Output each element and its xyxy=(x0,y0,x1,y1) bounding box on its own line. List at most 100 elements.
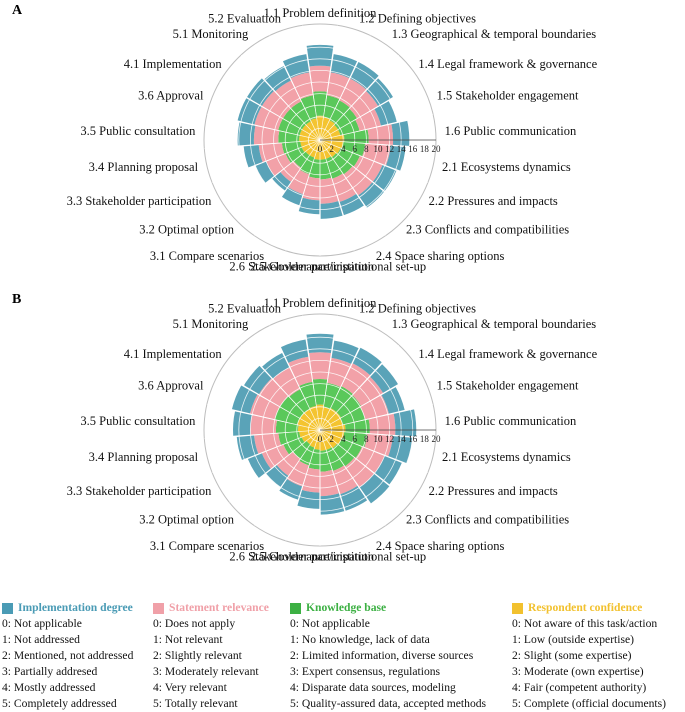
grid-spoke xyxy=(319,139,411,213)
category-label: 3.3 Stakeholder participation xyxy=(67,194,213,208)
panel-letter-a: A xyxy=(12,3,23,18)
panel-letter-b: B xyxy=(12,292,21,307)
bar-segment xyxy=(391,120,410,146)
bar-segment xyxy=(299,135,320,142)
legend-item: 4: Very relevant xyxy=(153,681,227,694)
grid-spoke xyxy=(254,139,321,237)
bar-segment xyxy=(254,106,283,131)
grid-spoke xyxy=(302,25,321,141)
grid-spoke xyxy=(319,371,421,431)
grid-spoke xyxy=(219,371,321,431)
bar-segment xyxy=(299,381,317,408)
tick-label: 10 xyxy=(374,434,384,444)
bar-segment xyxy=(237,122,256,146)
bar-segment xyxy=(288,169,310,195)
bar-segment xyxy=(279,479,303,500)
bar-segment xyxy=(243,145,263,168)
bar-segment xyxy=(329,100,350,124)
grid-spoke xyxy=(302,315,321,431)
category-label: 1.2 Defining objectives xyxy=(359,301,476,315)
bar-segment xyxy=(320,430,342,445)
category-label: 3.2 Optimal option xyxy=(139,222,235,236)
category-label: 1.4 Legal framework & governance xyxy=(418,347,597,361)
tick-label: 14 xyxy=(397,144,407,154)
bar-segment xyxy=(320,140,341,154)
legend-title: Statement relevance xyxy=(169,601,269,614)
bar-segment xyxy=(330,54,358,79)
category-label: 3.2 Optimal option xyxy=(139,512,235,526)
category-label: 1.1 Problem definition xyxy=(264,6,378,20)
legend-item: 4: Disparate data sources, modeling xyxy=(290,681,456,694)
bar-segment xyxy=(300,95,317,121)
bar-segment xyxy=(301,140,320,153)
bar-segment xyxy=(278,131,300,143)
grid-spoke xyxy=(319,139,429,183)
category-label: 2.6 Stakeholder participation xyxy=(229,550,375,564)
tick-label: 20 xyxy=(432,144,442,154)
tick-label: 2 xyxy=(329,144,334,154)
category-label: 3.6 Approval xyxy=(138,378,204,392)
grid-spoke xyxy=(254,429,321,527)
bar-segment xyxy=(280,396,305,419)
bar-segment xyxy=(300,155,315,175)
bar-segment xyxy=(338,438,362,458)
bar-segment xyxy=(282,54,310,79)
bar-segment xyxy=(360,395,389,420)
tick-label: 8 xyxy=(364,144,369,154)
bar-segment xyxy=(374,101,397,126)
bar-segment xyxy=(316,404,324,430)
bar-segment xyxy=(320,450,332,472)
category-label: 1.3 Geographical & temporal boundaries xyxy=(392,27,597,41)
category-label: 4.1 Implementation xyxy=(124,57,223,71)
grid-spoke xyxy=(269,325,321,431)
tick-label: 6 xyxy=(353,144,358,154)
bar-segment xyxy=(320,177,339,204)
tick-label: 10 xyxy=(374,144,384,154)
legend-relevance: Statement relevance 0: Does not apply 1:… xyxy=(153,600,269,712)
bar-segment xyxy=(288,356,313,386)
bar-segment xyxy=(364,433,393,457)
grid-spoke xyxy=(319,403,434,431)
legend-swatch xyxy=(290,602,301,614)
legend: Implementation degree 0: Not applicable … xyxy=(0,600,685,712)
bar-segment xyxy=(337,148,360,167)
category-label: 2.3 Conflicts and compatibilities xyxy=(406,512,569,526)
tick-label: 18 xyxy=(420,434,430,444)
bar-segment xyxy=(302,176,320,201)
grid-spoke xyxy=(319,35,371,141)
legend-item: 5: Completely addressed xyxy=(2,697,117,710)
legend-implementation: Implementation degree 0: Not applicable … xyxy=(2,600,133,712)
bar-segment xyxy=(331,340,359,364)
tick-label: 18 xyxy=(420,144,430,154)
bar-segment xyxy=(313,91,327,116)
bar-segment xyxy=(342,432,368,447)
bar-segment xyxy=(272,172,291,191)
legend-item: 1: Not relevant xyxy=(153,633,223,646)
legend-item: 2: Slight (some expertise) xyxy=(512,649,632,662)
bar-segment xyxy=(293,151,310,168)
grid-spoke xyxy=(319,25,338,141)
grid-spoke xyxy=(211,429,321,473)
category-label: 3.1 Compare scenarios xyxy=(150,249,264,263)
category-label: 5.1 Monitoring xyxy=(173,27,249,41)
bar-segment xyxy=(388,436,413,464)
grid-spoke xyxy=(269,35,321,141)
legend-title: Knowledge base xyxy=(306,601,387,614)
tick-label: 6 xyxy=(353,434,358,444)
bar-segment xyxy=(309,430,320,448)
bar-segment xyxy=(297,425,320,432)
legend-title: Respondent confidence xyxy=(528,601,643,614)
bar-segment xyxy=(325,156,343,179)
bar-segment xyxy=(320,470,339,497)
grid xyxy=(203,23,437,257)
bar-segment xyxy=(372,165,397,191)
tick-label: 12 xyxy=(385,434,394,444)
bar-segment xyxy=(247,78,274,106)
legend-title: Implementation degree xyxy=(18,601,133,614)
legend-item: 0: Not aware of this task/action xyxy=(512,617,658,630)
category-label: 3.4 Planning proposal xyxy=(89,450,199,464)
bar-segment xyxy=(306,333,334,354)
legend-item: 4: Mostly addressed xyxy=(2,681,96,694)
bar-segment xyxy=(323,383,341,410)
